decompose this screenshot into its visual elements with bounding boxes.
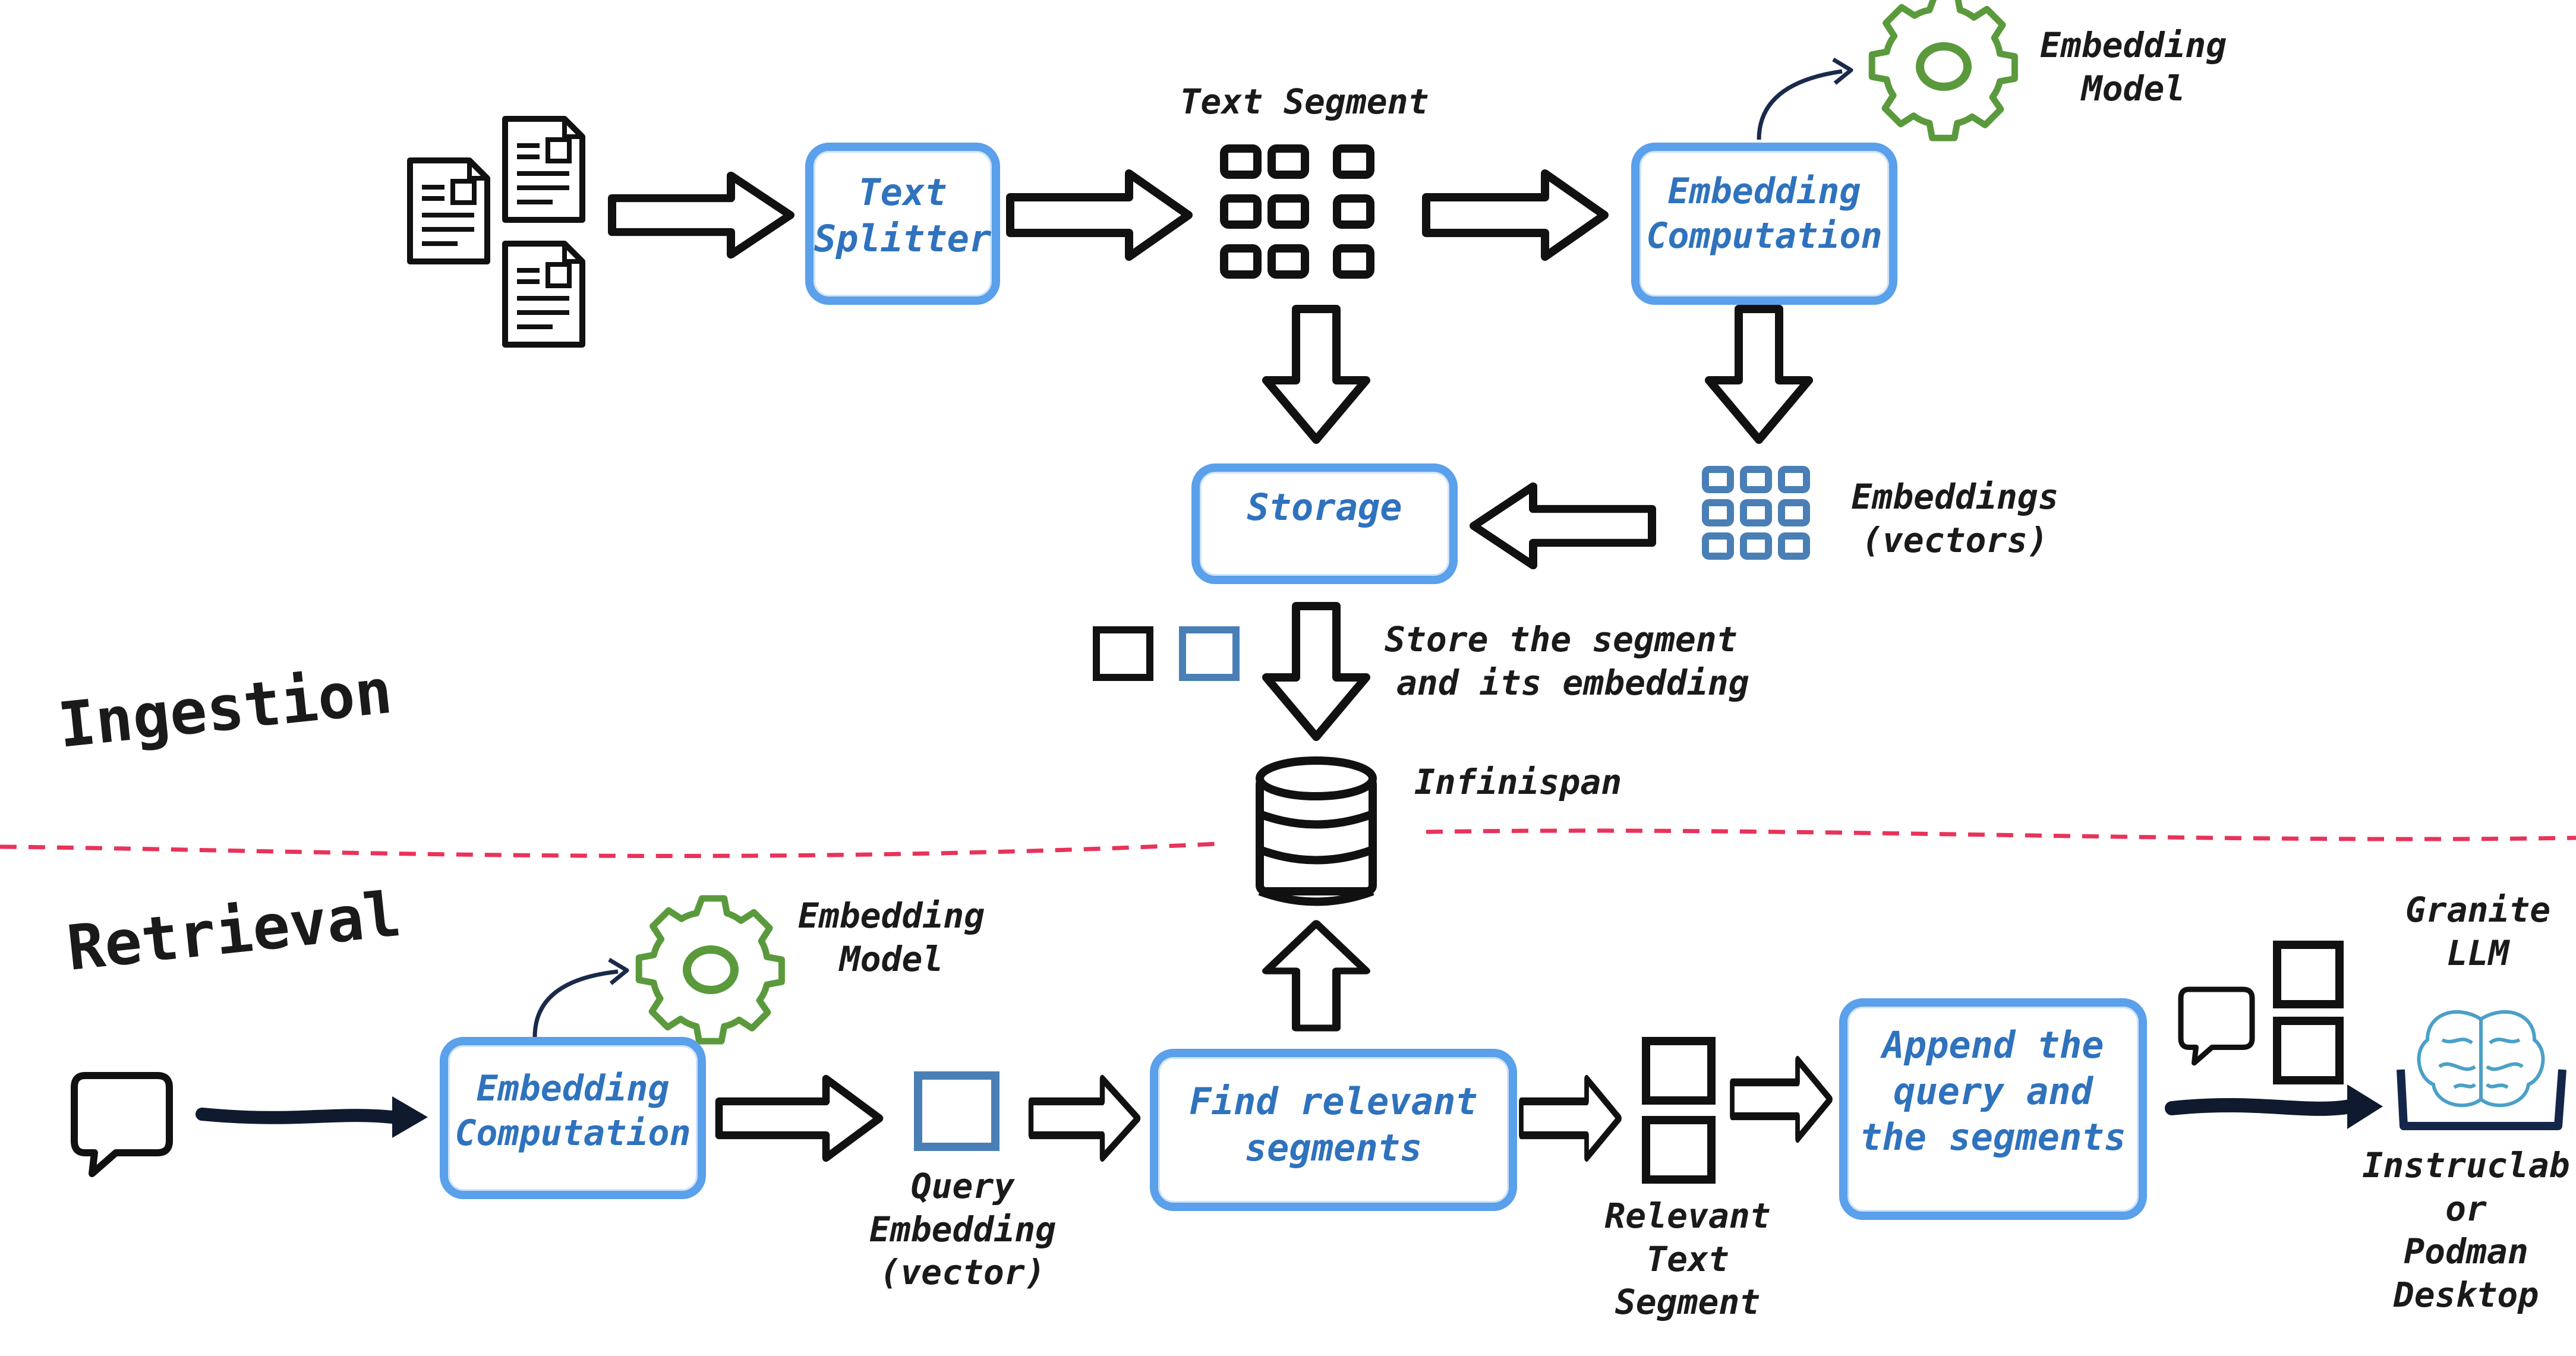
segment-square-icon (1093, 626, 1153, 681)
find-relevant-box (1150, 1049, 1517, 1211)
embeddings-label: Embeddings(vectors) (1851, 477, 2059, 560)
chat-bubble-icon (2181, 989, 2252, 1063)
segment-grid-icon (1220, 144, 1374, 279)
retrieval-embedding-box (440, 1037, 706, 1199)
arrow-splitter-to-segments (1010, 174, 1188, 257)
document-icon (410, 160, 487, 261)
document-icon (505, 119, 582, 220)
arrow-storage-to-db (1266, 606, 1366, 737)
document-icon (505, 244, 582, 345)
database-icon (1256, 756, 1377, 906)
arrow-embedding-to-vectors (1709, 309, 1809, 440)
divider-line (0, 841, 1219, 858)
arrow-find-to-db (1266, 923, 1366, 1028)
chat-bubble-icon (74, 1076, 169, 1174)
brain-icon (2417, 1010, 2545, 1108)
storage-label: Storage (1247, 485, 1402, 529)
model-link-arrow (1757, 69, 1843, 140)
arrow-vectors-to-storage (1474, 487, 1652, 566)
arrow-embedding-to-query-vector (719, 1079, 879, 1158)
arrow-find-to-relevant (1521, 1079, 1619, 1158)
query-vector-icon (914, 1071, 999, 1151)
segment-square-icon (2273, 1017, 2344, 1084)
gear-icon (639, 898, 781, 1041)
arrow-query-to-embedding (196, 1108, 399, 1124)
infinispan-label: Infinispan (1414, 762, 1622, 802)
llm-tray-icon (2397, 1069, 2566, 1130)
arrow-segments-to-embedding (1426, 174, 1604, 257)
gear-icon (1872, 0, 2014, 138)
storage-box (1191, 463, 1458, 584)
embedding-computation-box (1631, 143, 1897, 305)
segment-square-icon (1642, 1116, 1716, 1184)
append-box (1839, 998, 2147, 1220)
text-segment-label: Text Segment (1180, 81, 1429, 122)
segment-square-icon (1642, 1037, 1716, 1105)
arrow-query-vector-to-find (1031, 1079, 1138, 1158)
arrow-segments-to-storage (1266, 309, 1366, 440)
arrow-relevant-to-append (1732, 1060, 1830, 1139)
document-icons (410, 119, 582, 345)
text-splitter-box (805, 143, 1000, 305)
vector-square-icon (1179, 626, 1240, 681)
arrow-docs-to-splitter (612, 176, 790, 255)
vector-grid-icon (1702, 466, 1810, 560)
segment-square-icon (2273, 941, 2344, 1008)
arrow-append-to-llm (2165, 1098, 2357, 1116)
